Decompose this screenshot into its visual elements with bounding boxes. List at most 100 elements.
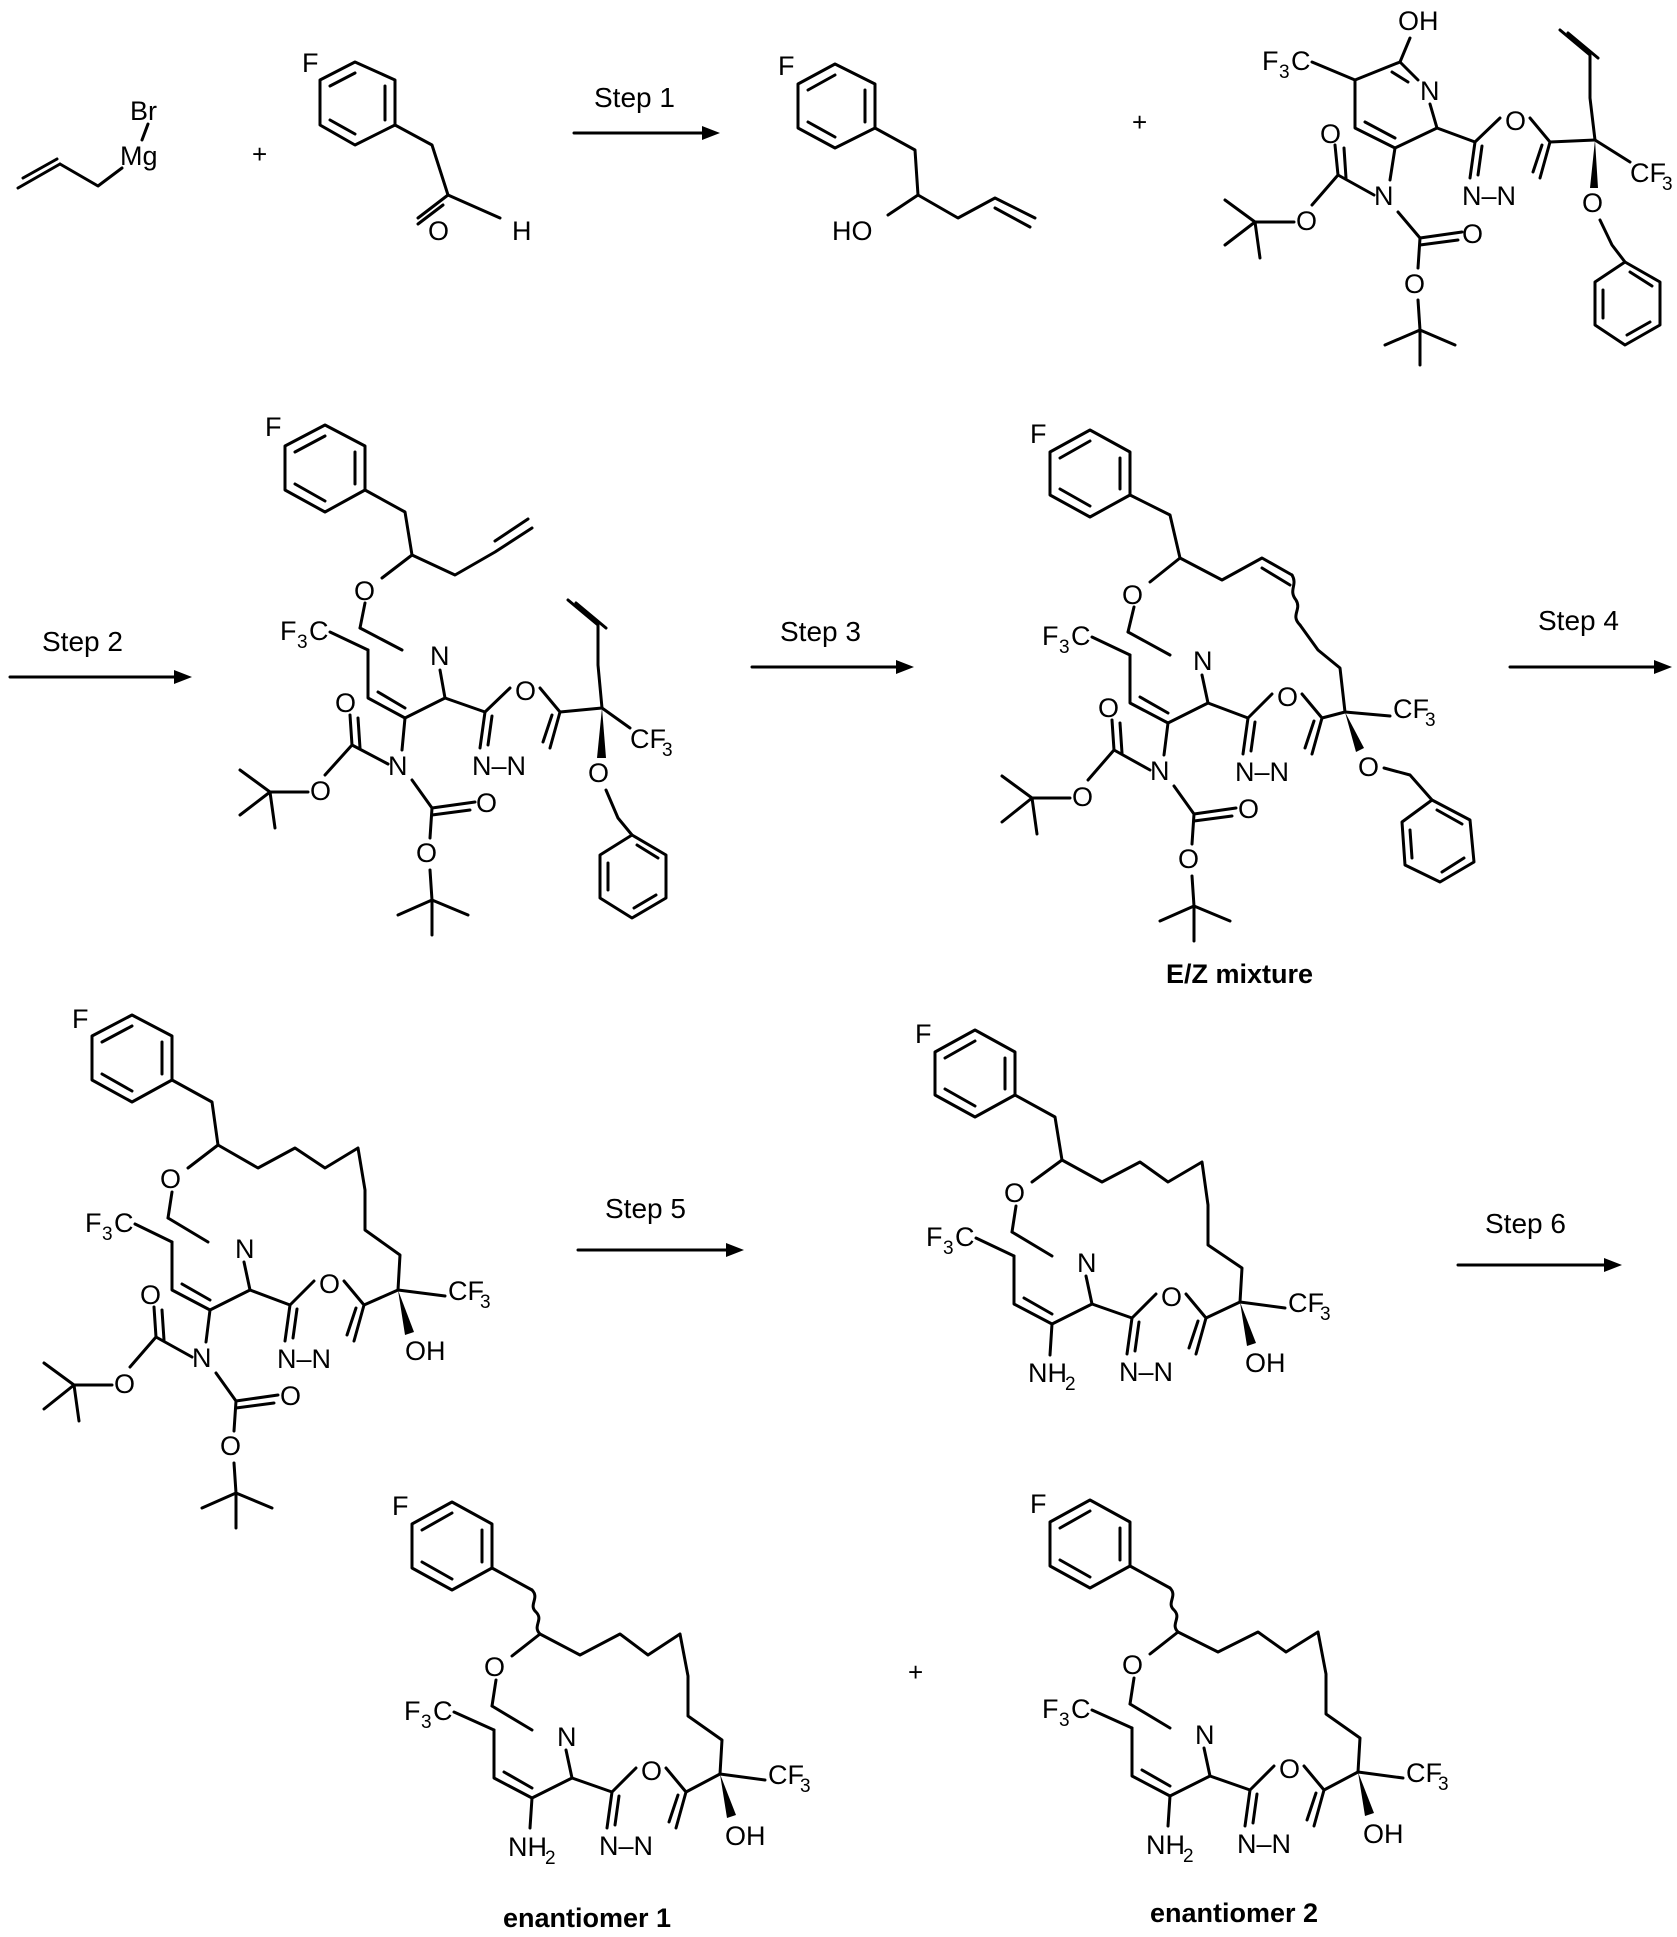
atom-label: CF xyxy=(1630,158,1666,188)
atom-label: O xyxy=(1404,269,1425,299)
atom-label: CF xyxy=(448,1276,484,1306)
atom-subscript: 3 xyxy=(943,1238,954,1259)
atom-label: Mg xyxy=(120,141,158,171)
atom-label: O xyxy=(1582,188,1603,218)
atom-label: CF xyxy=(1288,1288,1324,1318)
atom-label: O xyxy=(428,216,449,246)
atom-label: N xyxy=(557,1722,577,1752)
atom-label: NH xyxy=(1146,1830,1185,1860)
atom-label: N–N xyxy=(277,1344,331,1374)
atom-subscript: 3 xyxy=(1438,1774,1449,1795)
enantiomer-1-structure: F O F 3 C N NH 2 O N–N CF 3 OH xyxy=(392,1491,811,1869)
atom-subscript: 3 xyxy=(102,1224,113,1245)
step-5-arrow: Step 5 xyxy=(578,1193,744,1257)
atom-subscript: 2 xyxy=(1183,1846,1194,1867)
hydroxypyridine-oxadiazole-reagent: OH F 3 C N N O O O O O N–N CF 3 O xyxy=(1225,6,1673,365)
atom-label: C xyxy=(955,1222,975,1252)
atom-label: O xyxy=(140,1280,161,1310)
atom-label: N xyxy=(1193,646,1213,676)
step-label: Step 5 xyxy=(605,1193,686,1224)
atom-label: F xyxy=(1042,621,1059,651)
atom-label: CF xyxy=(768,1760,804,1790)
atom-label: O xyxy=(1178,844,1199,874)
atom-label: C xyxy=(309,616,329,646)
atom-label: H xyxy=(512,216,532,246)
atom-label: CF xyxy=(630,724,666,754)
atom-label: F xyxy=(1030,1489,1047,1519)
atom-label: O xyxy=(1122,580,1143,610)
atom-label: N xyxy=(430,641,450,671)
atom-label: O xyxy=(1296,206,1317,236)
atom-subscript: 3 xyxy=(800,1776,811,1797)
atom-label: F xyxy=(404,1696,421,1726)
atom-label: F xyxy=(1030,419,1047,449)
caption-enantiomer-1: enantiomer 1 xyxy=(503,1903,671,1933)
atom-label: Br xyxy=(130,96,157,126)
atom-label: OH xyxy=(405,1336,446,1366)
atom-label: O xyxy=(1320,119,1341,149)
atom-label: N xyxy=(1195,1720,1215,1750)
step-label: Step 3 xyxy=(780,616,861,647)
atom-label: O xyxy=(1277,682,1298,712)
saturated-macrocycle-boc: F O F 3 C N N O O O O O N–N CF 3 OH xyxy=(44,1004,491,1528)
atom-label: N–N xyxy=(1237,1829,1291,1859)
step-4-arrow: Step 4 xyxy=(1510,605,1672,674)
amino-macrocycle: F O F 3 C N NH 2 O N–N CF 3 OH xyxy=(915,1019,1331,1395)
atom-label: N xyxy=(1420,76,1440,106)
fluorophenylacetaldehyde: F O H xyxy=(302,48,532,246)
atom-label: OH xyxy=(1398,6,1439,36)
atom-label: CF xyxy=(1406,1758,1442,1788)
atom-label: O xyxy=(1161,1282,1182,1312)
atom-subscript: 3 xyxy=(480,1292,491,1313)
atom-subscript: 3 xyxy=(1425,710,1436,731)
fluorophenyl-pentenol: F HO xyxy=(778,51,1035,246)
atom-label: C xyxy=(1071,1694,1091,1724)
atom-label: C xyxy=(114,1208,134,1238)
atom-label: OH xyxy=(1245,1348,1286,1378)
atom-label: N xyxy=(1077,1248,1097,1278)
atom-label: OH xyxy=(1363,1819,1404,1849)
atom-label: O xyxy=(220,1431,241,1461)
atom-label: N–N xyxy=(1462,181,1516,211)
atom-subscript: 3 xyxy=(1320,1304,1331,1325)
atom-label: F xyxy=(280,616,297,646)
caption-enantiomer-2: enantiomer 2 xyxy=(1150,1898,1318,1928)
atom-subscript: 3 xyxy=(297,632,308,653)
plus-sign: + xyxy=(908,1657,923,1687)
atom-label: N xyxy=(1374,181,1394,211)
atom-subscript: 2 xyxy=(545,1848,556,1869)
atom-label: O xyxy=(1004,1178,1025,1208)
atom-label: O xyxy=(114,1369,135,1399)
atom-label: O xyxy=(641,1756,662,1786)
step-3-arrow: Step 3 xyxy=(752,616,914,674)
plus-sign: + xyxy=(252,139,267,169)
atom-label: N–N xyxy=(472,751,526,781)
step-2-arrow: Step 2 xyxy=(10,626,192,684)
atom-label: N xyxy=(192,1343,212,1373)
atom-label: F xyxy=(72,1004,89,1034)
atom-label: F xyxy=(915,1019,932,1049)
atom-label: O xyxy=(280,1381,301,1411)
atom-label: O xyxy=(1072,782,1093,812)
atom-label: F xyxy=(926,1222,943,1252)
atom-label: HO xyxy=(832,216,873,246)
atom-label: O xyxy=(1122,1650,1143,1680)
atom-label: N–N xyxy=(1235,757,1289,787)
atom-subscript: 3 xyxy=(1662,174,1673,195)
atom-label: NH xyxy=(1028,1358,1067,1388)
step-label: Step 6 xyxy=(1485,1208,1566,1239)
atom-subscript: 3 xyxy=(1059,1710,1070,1731)
atom-subscript: 3 xyxy=(1059,637,1070,658)
atom-label: N–N xyxy=(599,1831,653,1861)
atom-label: O xyxy=(476,788,497,818)
atom-label: O xyxy=(416,838,437,868)
atom-label: O xyxy=(1358,752,1379,782)
atom-subscript: 3 xyxy=(662,740,673,761)
atom-label: O xyxy=(310,776,331,806)
atom-label: N–N xyxy=(1119,1357,1173,1387)
atom-label: C xyxy=(433,1696,453,1726)
atom-label: CF xyxy=(1393,694,1429,724)
step-label: Step 4 xyxy=(1538,605,1619,636)
step-label: Step 2 xyxy=(42,626,123,657)
